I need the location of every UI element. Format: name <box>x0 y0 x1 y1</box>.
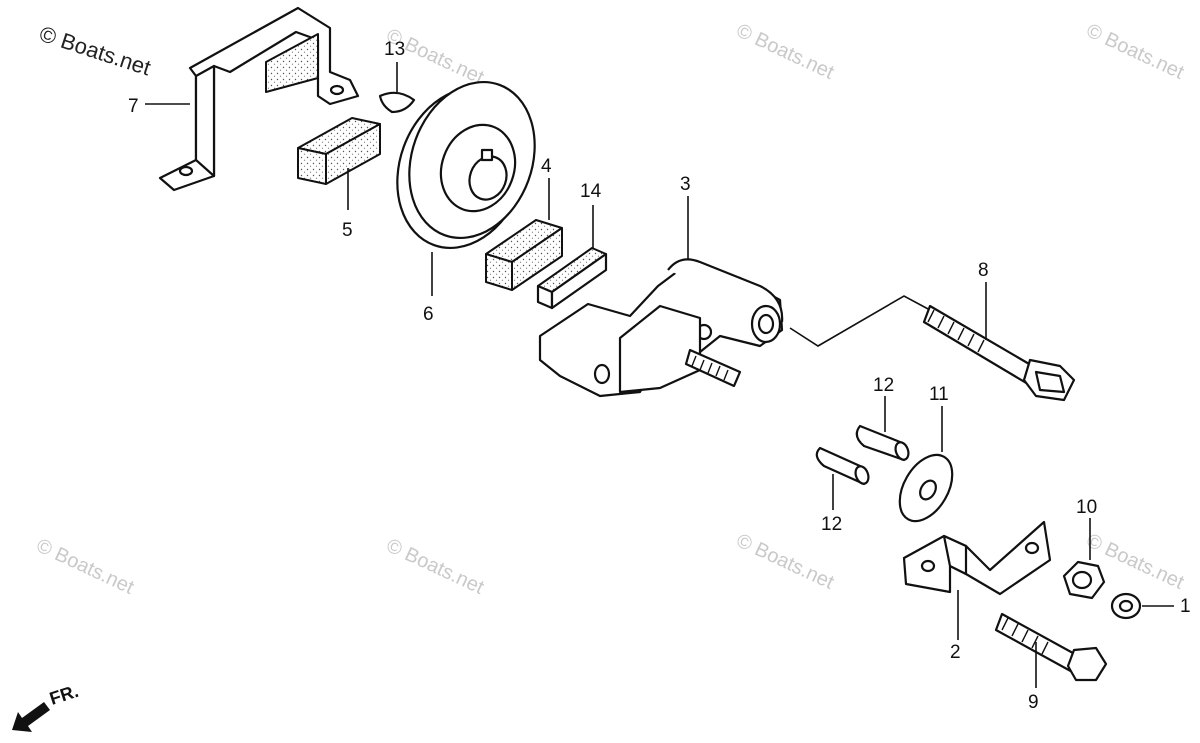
part-14-plate[interactable] <box>536 205 608 310</box>
watermark: © Boats.net <box>33 535 138 599</box>
callout-8: 8 <box>978 260 989 281</box>
part-1-washer[interactable] <box>1110 592 1174 620</box>
callout-9: 9 <box>1028 692 1039 713</box>
callout-14: 14 <box>580 181 602 202</box>
part-5-magnet-block[interactable] <box>297 117 381 210</box>
callout-2: 2 <box>950 642 961 663</box>
callout-10: 10 <box>1076 497 1097 518</box>
watermark: © Boats.net <box>383 535 488 599</box>
callout-12-lower: 12 <box>821 514 842 535</box>
watermark: © Boats.net <box>733 530 838 594</box>
callout-5: 5 <box>342 220 353 241</box>
callout-4: 4 <box>541 156 552 177</box>
part-13-woodruff-key[interactable] <box>378 62 416 114</box>
assembly-line <box>789 295 931 347</box>
direction-label: FR. <box>47 681 81 709</box>
front-direction-indicator: FR. <box>12 681 81 732</box>
callout-11: 11 <box>929 384 949 405</box>
part-9-bolt[interactable] <box>994 612 1108 688</box>
callout-1: 1 <box>1180 596 1191 617</box>
callout-6: 6 <box>423 304 434 325</box>
part-4-magnet-block[interactable] <box>485 178 563 291</box>
part-10-nut[interactable] <box>1062 518 1106 600</box>
part-6-pulley[interactable] <box>376 64 556 296</box>
watermark: © Boats.net <box>1083 20 1188 84</box>
part-12-pin-lower[interactable] <box>815 446 871 510</box>
part-8-bolt[interactable] <box>922 282 1076 402</box>
copyright-text: © Boats.net <box>36 21 153 80</box>
callout-7: 7 <box>128 96 139 117</box>
part-11-washer[interactable] <box>889 406 963 530</box>
arrow-down-left-icon <box>12 702 50 732</box>
callout-3: 3 <box>680 174 691 195</box>
part-7-bracket[interactable] <box>145 6 360 192</box>
part-12-pin-upper[interactable] <box>855 396 911 462</box>
callout-12-upper: 12 <box>873 375 894 396</box>
watermark: © Boats.net <box>733 20 838 84</box>
part-3-holder[interactable] <box>538 196 784 398</box>
callout-13: 13 <box>384 39 405 60</box>
part-2-bracket[interactable] <box>902 520 1052 640</box>
